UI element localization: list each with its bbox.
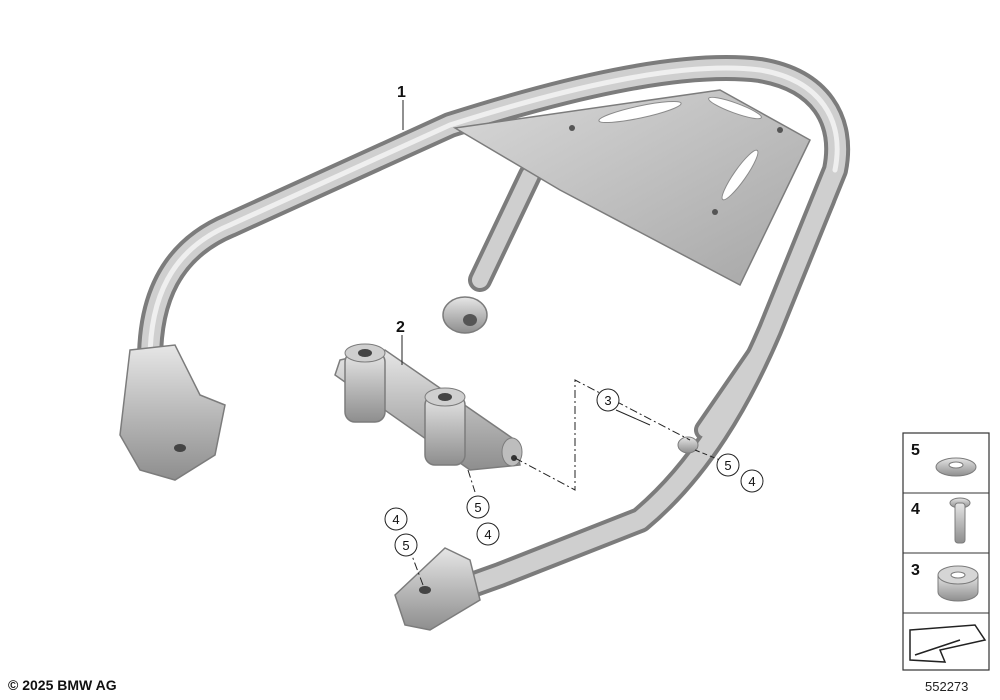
screw-icon (949, 497, 971, 544)
callout-part-2: 2 (396, 319, 405, 365)
callout-part-2-label: 2 (396, 319, 405, 336)
callout-left-mount-b: 5 (402, 538, 409, 553)
direction-arrow-icon (909, 624, 987, 663)
diagram-id: 552273 (925, 679, 969, 694)
bracket-illustration (334, 343, 523, 471)
luggage-rack-illustration (119, 55, 851, 631)
callout-right-mount-a: 5 (724, 458, 731, 473)
washer-icon (935, 457, 977, 477)
callout-bracket-bottom-b: 4 (484, 527, 491, 542)
parts-legend: 5 4 3 (902, 432, 990, 671)
callout-right-mount: 5 4 (694, 449, 764, 493)
legend-number-screw: 4 (911, 501, 920, 518)
callout-spacer: 3 (596, 388, 651, 426)
callout-left-mount: 4 5 (384, 507, 418, 557)
callout-right-mount-b: 4 (748, 474, 755, 489)
legend-number-spacer: 3 (911, 562, 920, 579)
callout-part-1: 1 (397, 84, 406, 130)
callout-bracket-bottom: 5 4 (466, 495, 500, 546)
callout-part-1-label: 1 (397, 84, 406, 101)
copyright-text: © 2025 BMW AG (8, 677, 117, 693)
callout-bracket-bottom-a: 5 (474, 500, 481, 515)
callout-spacer-label: 3 (604, 393, 611, 408)
spacer-icon (937, 565, 979, 602)
callout-left-mount-a: 4 (392, 512, 399, 527)
legend-number-washer: 5 (911, 442, 920, 459)
